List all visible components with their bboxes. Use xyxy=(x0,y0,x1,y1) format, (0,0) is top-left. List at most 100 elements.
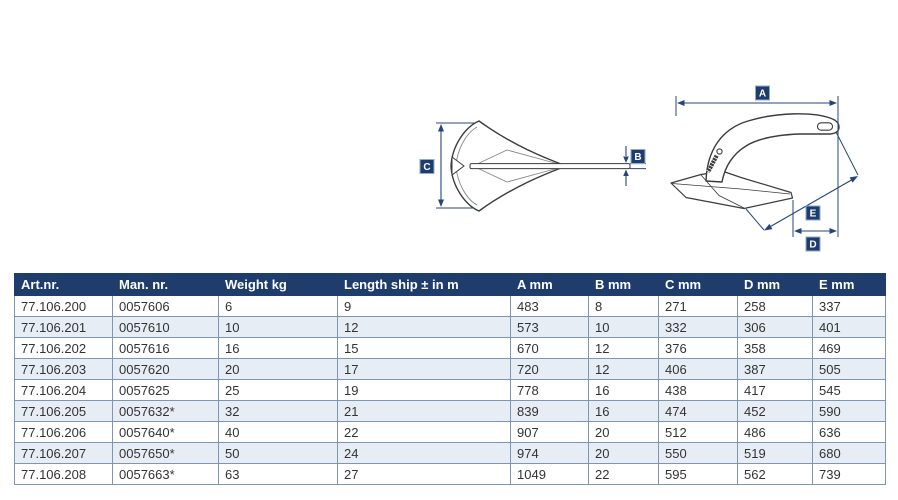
table-cell: 452 xyxy=(737,400,813,422)
table-cell: 839 xyxy=(510,400,589,422)
table-cell: 636 xyxy=(812,421,886,443)
table-cell: 573 xyxy=(510,316,589,338)
table-cell: 406 xyxy=(658,358,738,380)
table-cell: 12 xyxy=(337,316,511,338)
dim-label-e-box xyxy=(805,205,821,221)
table-cell: 9 xyxy=(337,295,511,317)
header-row: Art.nr. Man. nr. Weight kg Length ship ±… xyxy=(14,273,886,296)
dim-label-e: E xyxy=(810,209,817,220)
dim-label-b: B xyxy=(634,152,641,163)
dim-label-c-box xyxy=(419,159,435,174)
table-cell: 974 xyxy=(510,442,589,464)
table-cell: 27 xyxy=(337,463,511,485)
column-header-e: E mm xyxy=(812,273,886,296)
dim-label-c: C xyxy=(423,162,430,173)
shank-bar-top-view xyxy=(469,163,631,170)
table-cell: 24 xyxy=(337,442,511,464)
shank-side-view xyxy=(705,113,840,183)
table-cell: 0057640* xyxy=(112,421,219,443)
column-header-length: Length ship ± in m xyxy=(337,273,511,296)
table-cell: 550 xyxy=(658,442,738,464)
table-cell: 486 xyxy=(737,421,813,443)
dim-label-d-box xyxy=(805,236,821,252)
table-cell: 0057610 xyxy=(112,316,219,338)
table-cell: 0057625 xyxy=(112,379,219,401)
shackle-eye xyxy=(816,122,834,131)
spec-table: Art.nr. Man. nr. Weight kg Length ship ±… xyxy=(14,273,886,485)
dim-label-a-box xyxy=(755,85,770,101)
table-cell: 77.106.208 xyxy=(14,463,113,485)
anchor-side-view xyxy=(670,113,840,210)
table-cell: 10 xyxy=(218,316,338,338)
table-cell: 0057620 xyxy=(112,358,219,380)
table-cell: 469 xyxy=(812,337,886,359)
table-cell: 337 xyxy=(812,295,886,317)
table-cell: 16 xyxy=(588,400,659,422)
anchor-dimension-diagram: C B xyxy=(419,85,859,252)
table-cell: 77.106.207 xyxy=(14,442,113,464)
dim-b: B xyxy=(623,146,646,186)
table-cell: 77.106.200 xyxy=(14,295,113,317)
column-header-d: D mm xyxy=(737,273,813,296)
column-header-a: A mm xyxy=(510,273,589,296)
column-header-mannr: Man. nr. xyxy=(112,273,219,296)
table-cell: 512 xyxy=(658,421,738,443)
table-cell: 8 xyxy=(588,295,659,317)
table-cell: 417 xyxy=(737,379,813,401)
table-cell: 50 xyxy=(218,442,338,464)
table-cell: 0057606 xyxy=(112,295,219,317)
dim-c: C xyxy=(419,122,474,209)
table-cell: 6 xyxy=(218,295,338,317)
table-cell: 0057616 xyxy=(112,337,219,359)
table-cell: 1049 xyxy=(510,463,589,485)
table-cell: 19 xyxy=(337,379,511,401)
table-cell: 20 xyxy=(588,442,659,464)
table-cell: 401 xyxy=(812,316,886,338)
table-cell: 25 xyxy=(218,379,338,401)
table-cell: 16 xyxy=(588,379,659,401)
table-cell: 16 xyxy=(218,337,338,359)
dim-a: A xyxy=(675,85,839,237)
table-cell: 562 xyxy=(737,463,813,485)
dim-d: D xyxy=(792,200,837,252)
table-cell: 32 xyxy=(218,400,338,422)
table-cell: 63 xyxy=(218,463,338,485)
dim-e: E xyxy=(745,131,859,231)
table-cell: 505 xyxy=(812,358,886,380)
table-cell: 77.106.201 xyxy=(14,316,113,338)
table-cell: 545 xyxy=(812,379,886,401)
table-cell: 22 xyxy=(588,463,659,485)
table-cell: 438 xyxy=(658,379,738,401)
table-cell: 77.106.206 xyxy=(14,421,113,443)
table-cell: 332 xyxy=(658,316,738,338)
anchor-top-view xyxy=(450,120,631,212)
fluke-side-view xyxy=(670,170,794,210)
table-cell: 907 xyxy=(510,421,589,443)
pivot-pin xyxy=(706,148,723,173)
table-cell: 77.106.203 xyxy=(14,358,113,380)
table-cell: 22 xyxy=(337,421,511,443)
table-cell: 40 xyxy=(218,421,338,443)
table-cell: 12 xyxy=(588,337,659,359)
table-cell: 17 xyxy=(337,358,511,380)
table-cell: 12 xyxy=(588,358,659,380)
table-cell: 595 xyxy=(658,463,738,485)
spec-table-container: Art.nr. Man. nr. Weight kg Length ship ±… xyxy=(14,273,886,485)
dim-label-a: A xyxy=(759,89,766,100)
table-cell: 21 xyxy=(337,400,511,422)
table-cell: 376 xyxy=(658,337,738,359)
table-cell: 387 xyxy=(737,358,813,380)
column-header-weight: Weight kg xyxy=(218,273,338,296)
table-cell: 20 xyxy=(588,421,659,443)
column-header-c: C mm xyxy=(658,273,738,296)
column-header-b: B mm xyxy=(588,273,659,296)
table-cell: 590 xyxy=(812,400,886,422)
table-cell: 0057650* xyxy=(112,442,219,464)
table-cell: 483 xyxy=(510,295,589,317)
